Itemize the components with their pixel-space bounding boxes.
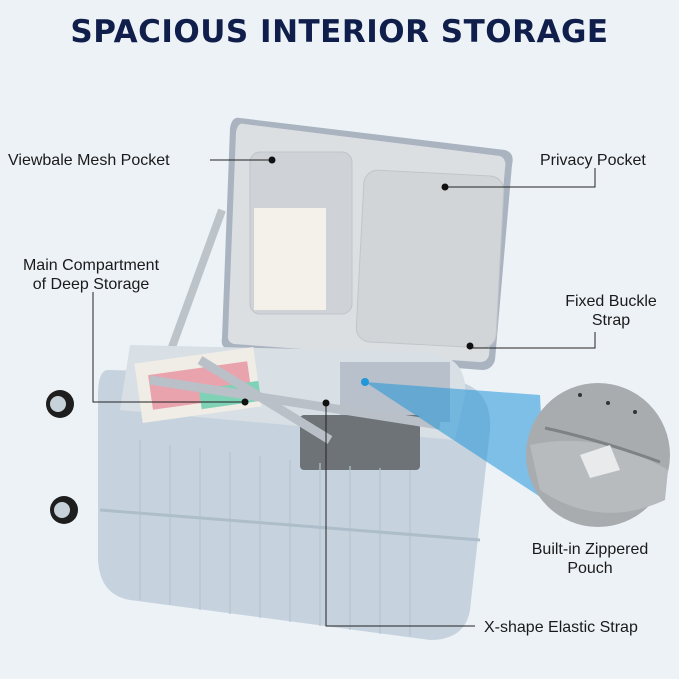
buckle-strap-label: Fixed Buckle Strap xyxy=(565,293,657,329)
highlight-beam xyxy=(365,382,545,500)
page-title: SPACIOUS INTERIOR STORAGE xyxy=(70,14,609,50)
callout-dots xyxy=(241,156,474,407)
open-lid xyxy=(221,117,513,370)
zipper-pouch-inset xyxy=(526,383,670,527)
mesh-pocket-label: Viewbale Mesh Pocket xyxy=(8,152,170,169)
callout-lines xyxy=(92,159,596,627)
zipper-pouch-label: Built-in Zippered Pouch xyxy=(531,541,649,577)
privacy-pocket-label: Privacy Pocket xyxy=(540,152,646,169)
main-compartment-label: Main Compartment of Deep Storage xyxy=(22,257,160,293)
elastic-strap-label: X-shape Elastic Strap xyxy=(484,619,638,636)
